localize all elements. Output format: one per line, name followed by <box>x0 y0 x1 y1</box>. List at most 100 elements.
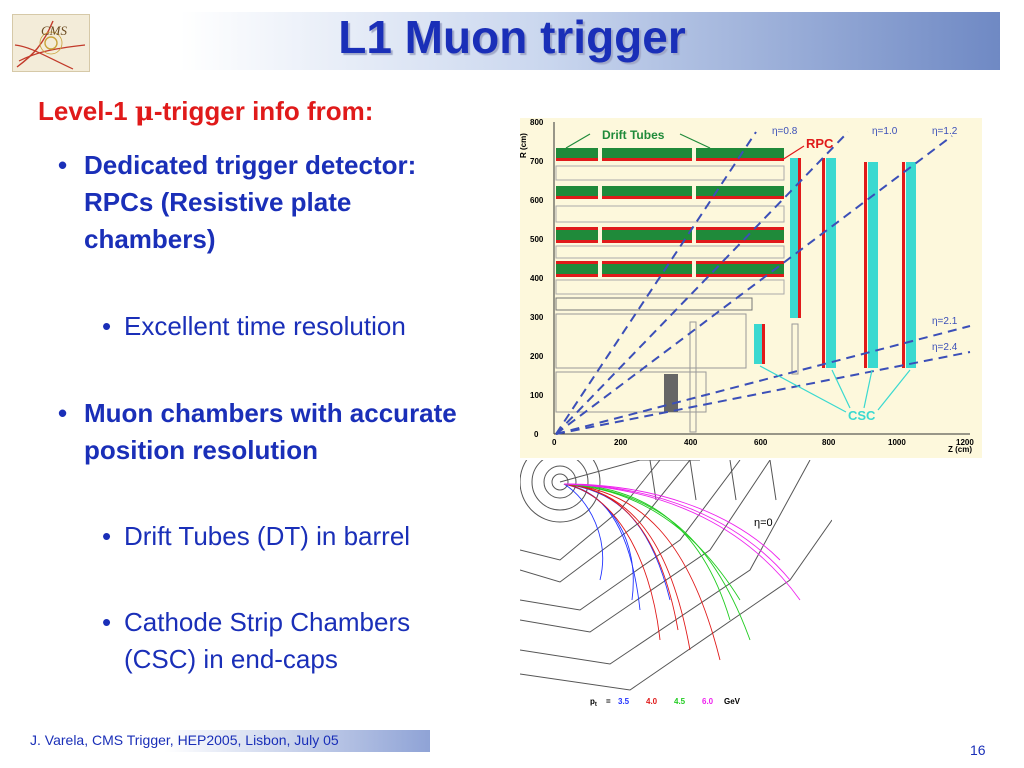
cms-logo-graphic <box>14 20 86 70</box>
dt-station-mb4 <box>556 148 784 158</box>
x-tick-label: 600 <box>754 438 768 447</box>
ecal-outline <box>555 371 707 413</box>
callout-line <box>565 133 591 149</box>
solenoid-outline <box>555 297 753 311</box>
sub-bullet-text: Cathode Strip Chambers (CSC) in end-caps <box>124 607 411 674</box>
bullet-dot: • <box>102 521 112 551</box>
bullet-text: Muon chambers with accurate position res… <box>84 398 457 465</box>
rpc-layer <box>556 227 784 230</box>
eta-2.4-label: η=2.4 <box>932 342 958 353</box>
iron-yoke <box>555 205 785 223</box>
muon-tracks-figure: η=0 pt = 3.5 4.0 4.5 6.0 GeV <box>519 441 833 712</box>
footer-bar <box>22 730 430 752</box>
muon-tracks-svg: η=0 pt = 3.5 4.0 4.5 6.0 GeV <box>519 441 833 708</box>
rpc-layer <box>556 274 784 277</box>
octagon-edge <box>519 459 811 665</box>
x-tick-label: 800 <box>822 438 836 447</box>
inner-ring <box>551 473 569 491</box>
octagon-edge <box>519 459 691 583</box>
track-red <box>563 483 679 631</box>
y-tick-label: 100 <box>530 391 544 400</box>
rpc-layer <box>556 196 784 199</box>
bullet-text: Dedicated trigger detector: RPCs (Resist… <box>84 150 417 254</box>
heading-prefix: Level-1 <box>38 96 135 126</box>
rpc-label: RPC <box>806 136 834 151</box>
drift-tubes-label: Drift Tubes <box>602 128 665 142</box>
sub-bullet-item: • Drift Tubes (DT) in barrel <box>102 518 464 555</box>
track-red <box>563 483 721 661</box>
eta-lines <box>555 131 971 435</box>
csc-chamber <box>790 158 798 318</box>
track-magenta <box>563 483 801 601</box>
eta-1.0-label: η=1.0 <box>872 126 898 137</box>
y-tick-label: 300 <box>530 313 544 322</box>
drift-tubes-label-bg <box>596 126 680 142</box>
page-number: 16 <box>970 742 986 758</box>
heading-suffix: -trigger info from: <box>153 96 374 126</box>
eta-2.1-label: η=2.1 <box>932 316 958 327</box>
callout-line <box>877 369 911 411</box>
csc-label: CSC <box>848 408 876 423</box>
eta-line-0.8 <box>555 131 757 435</box>
section-heading: Level-1 μ-trigger info from: <box>38 96 373 127</box>
sub-bullet-text: Drift Tubes (DT) in barrel <box>124 521 411 551</box>
detector-layout-figure: R (cm) Z (cm) 0 100 200 300 400 500 600 … <box>519 118 982 458</box>
track-red <box>563 483 661 641</box>
octagon-edge <box>559 459 700 483</box>
y-tick-label: 600 <box>530 196 544 205</box>
rpc-layer <box>556 158 784 161</box>
csc-chamber <box>868 162 878 368</box>
track-blue <box>563 483 634 601</box>
sub-bullet-item: • Cathode Strip Chambers (CSC) in end-ca… <box>102 604 464 678</box>
bullet-item: • Muon chambers with accurate position r… <box>58 395 474 469</box>
bullet-dot: • <box>58 398 68 428</box>
sub-bullet-text: Excellent time resolution <box>124 311 406 341</box>
rpc-layer <box>822 158 825 368</box>
bullet-dot: • <box>102 607 112 637</box>
x-tick-label: 1000 <box>888 438 906 447</box>
callout-line <box>679 133 711 149</box>
callout-line <box>781 145 805 161</box>
csc-chamber <box>906 162 916 368</box>
legend-value-red: 4.0 <box>646 697 658 706</box>
slide-title: L1 Muon trigger <box>338 11 686 63</box>
csc-chamber <box>754 324 762 364</box>
drift-tube-stations <box>555 144 785 295</box>
eta-1.2-label: η=1.2 <box>932 126 958 137</box>
dt-station-mb1 <box>556 264 784 274</box>
y-axis-label: R (cm) <box>520 133 528 158</box>
x-axis-label: Z (cm) <box>948 445 972 454</box>
csc-callouts <box>759 365 911 413</box>
y-tick-label: 200 <box>530 352 544 361</box>
endcap-iron <box>791 323 799 375</box>
track-magenta <box>563 483 781 561</box>
callout-line <box>831 369 851 409</box>
legend-value-green: 4.5 <box>674 697 686 706</box>
title-bar <box>0 12 1000 70</box>
eta-line-2.1 <box>555 325 971 435</box>
eta-line-1.0 <box>555 131 849 435</box>
wheel-gap <box>598 144 602 280</box>
octagon-edge <box>519 519 833 691</box>
eta-line-1.2 <box>555 135 953 435</box>
heading-mu-symbol: μ <box>134 97 154 127</box>
y-tick-label: 800 <box>530 118 544 127</box>
radial-edges <box>649 459 777 501</box>
y-tick-label: 700 <box>530 157 544 166</box>
x-tick-label: 400 <box>684 438 698 447</box>
endcap-hcal-outline <box>689 321 697 433</box>
y-tick-label: 500 <box>530 235 544 244</box>
eta-0.8-label: η=0.8 <box>772 126 798 137</box>
inner-ring <box>543 465 577 499</box>
rpc-layer <box>864 162 867 368</box>
iron-yoke <box>555 165 785 181</box>
dt-station-mb3 <box>556 186 784 196</box>
legend-equals: = <box>606 697 611 706</box>
rpc-layer <box>556 261 784 264</box>
rpc-layer <box>798 158 801 318</box>
octagon-edge <box>519 459 771 633</box>
rpc-layer <box>902 162 905 368</box>
csc-stations <box>754 158 916 375</box>
y-tick-label: 0 <box>534 430 539 439</box>
sub-bullet-item: • Excellent time resolution <box>102 308 464 345</box>
